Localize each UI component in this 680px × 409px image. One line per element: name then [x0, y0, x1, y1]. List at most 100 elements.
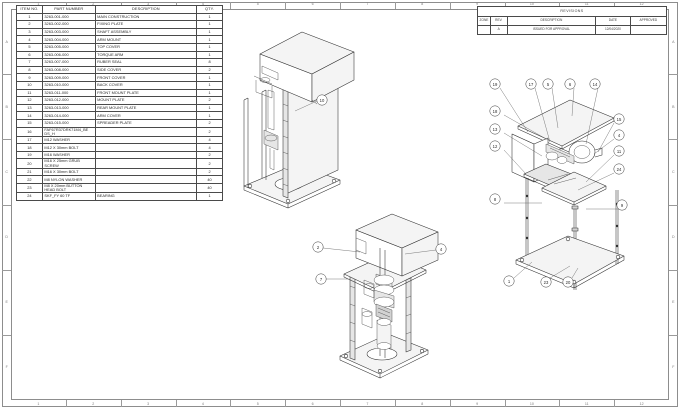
bom-cell-qty: 2 [196, 96, 223, 105]
bom-cell-item: 24 [16, 192, 43, 201]
bom-header-desc: DESCRIPTION [94, 5, 198, 14]
bom-cell-desc [94, 158, 198, 169]
bom-cell-item: 15 [16, 118, 43, 128]
bom-cell-part: 3263-014-000 [41, 111, 96, 120]
bom-cell-part: M12 WASHER [41, 135, 96, 145]
bom-cell-part: 3263-008-000 [41, 65, 96, 75]
bom-cell-qty: 1 [196, 103, 223, 113]
bom-cell-item: 17 [16, 135, 43, 145]
bom-cell-qty: 40 [196, 182, 223, 194]
zone-marker-6: 6 [311, 2, 314, 7]
bom-cell-item: 6 [16, 50, 43, 60]
bom-cell-desc: TORQUE ARM [94, 50, 198, 60]
top-cover-plate [517, 99, 615, 150]
bom-cell-part: 3263-010-000 [41, 80, 96, 90]
zone-marker-E: E [5, 300, 8, 305]
bom-cell-qty: 1 [196, 192, 223, 201]
bom-cell-qty: 1 [196, 35, 223, 44]
bom-cell-desc: REAR MOUNT PLATE [94, 103, 198, 113]
bom-cell-part: 3263-003-000 [41, 27, 96, 37]
revision-header-rev: REV. [489, 16, 508, 26]
leader-lines [499, 87, 626, 279]
bom-cell-item: 7 [16, 58, 43, 67]
zone-tick [669, 139, 678, 141]
assembly-isometric-view [232, 18, 355, 210]
arm-mount-cluster [545, 140, 603, 165]
zone-marker-F: F [672, 365, 675, 370]
bom-cell-qty: 2 [196, 118, 223, 128]
zone-tick [285, 400, 287, 407]
zone-tick [2, 204, 11, 206]
revision-header-desc: DESCRIPTION [506, 16, 597, 26]
bom-cell-qty: 8 [196, 58, 223, 67]
bom-cell-qty: 1 [196, 73, 223, 82]
bom-cell-part: 3263-012-000 [41, 96, 96, 105]
bom-cell-desc: MAIN CONSTRUCTION [94, 12, 198, 22]
bom-cell-qty: 1 [196, 50, 223, 60]
zone-tick [669, 334, 678, 336]
bom-cell-desc: TOP COVER [94, 42, 198, 52]
revision-title: REVISIONS [477, 6, 667, 17]
zone-marker-2: 2 [88, 3, 98, 7]
zone-marker-7: 7 [366, 401, 369, 406]
zone-tick [65, 400, 67, 407]
bom-cell-part: 3263-015-000 [41, 118, 96, 128]
top-cover-box [259, 31, 355, 103]
zone-marker-11: 11 [584, 401, 589, 406]
bom-cell-desc: FIXING PLATE [94, 20, 198, 29]
bom-cell-item: 8 [16, 65, 43, 75]
bom-cell-part: M8 X 20mm BUTTON HEAD BOLT [41, 182, 96, 194]
zone-marker-B: B [5, 104, 8, 109]
zone-tick [340, 400, 341, 407]
shaft-assembly [361, 248, 395, 358]
exploded-assembly-view [490, 78, 640, 298]
zone-marker-D: D [672, 235, 675, 240]
bom-cell-qty: 1 [196, 27, 223, 37]
bom-header-item: ITEM NO. [16, 5, 43, 14]
zone-marker-3: 3 [143, 3, 153, 7]
zone-tick [120, 400, 122, 407]
zone-tick [614, 2, 616, 9]
zone-tick [614, 400, 616, 407]
zone-tick [394, 400, 396, 407]
bolt-strip [282, 87, 289, 199]
bom-cell-item: 2 [16, 20, 43, 29]
zone-marker-1: 1 [37, 401, 40, 406]
bom-cell-qty: 1 [196, 88, 223, 98]
zone-tick [2, 334, 11, 336]
bom-cell-item: 3 [16, 27, 43, 37]
bom-cell-desc: RUBER SEAL [94, 58, 198, 67]
zone-marker-1: 1 [33, 3, 43, 7]
bom-cell-desc [94, 167, 198, 177]
zone-marker-7: 7 [366, 2, 369, 7]
bom-cell-item: 22 [16, 175, 43, 184]
revision-row: A ISSUED FOR APPROVAL 12/04/2020 [477, 25, 668, 35]
revision-approved [629, 25, 668, 35]
zone-tick [230, 400, 232, 407]
bom-cell-item: 18 [16, 143, 43, 152]
zone-tick [504, 2, 506, 9]
bom-cell-desc: SPREADER PLATE [94, 118, 198, 128]
bom-cell-desc: ARM COVER [94, 111, 198, 120]
revision-header-row: ZONE REV. DESCRIPTION DATE APPROVED [477, 16, 668, 26]
bom-cell-part: 3263-011-000 [41, 88, 96, 98]
bom-cell-qty: 1 [196, 20, 223, 29]
bom-cell-qty: 40 [196, 175, 223, 184]
bom-cell-item: 4 [16, 35, 43, 44]
bom-cell-item: 10 [16, 80, 43, 90]
frame-posts [349, 263, 412, 361]
zone-marker-E: E [672, 300, 675, 305]
bom-cell-item: 11 [16, 88, 43, 98]
zone-tick [285, 2, 287, 9]
bom-cell-part: 3263-013-000 [41, 103, 96, 113]
zone-marker-9: 9 [476, 2, 479, 7]
zone-tick [2, 269, 11, 271]
